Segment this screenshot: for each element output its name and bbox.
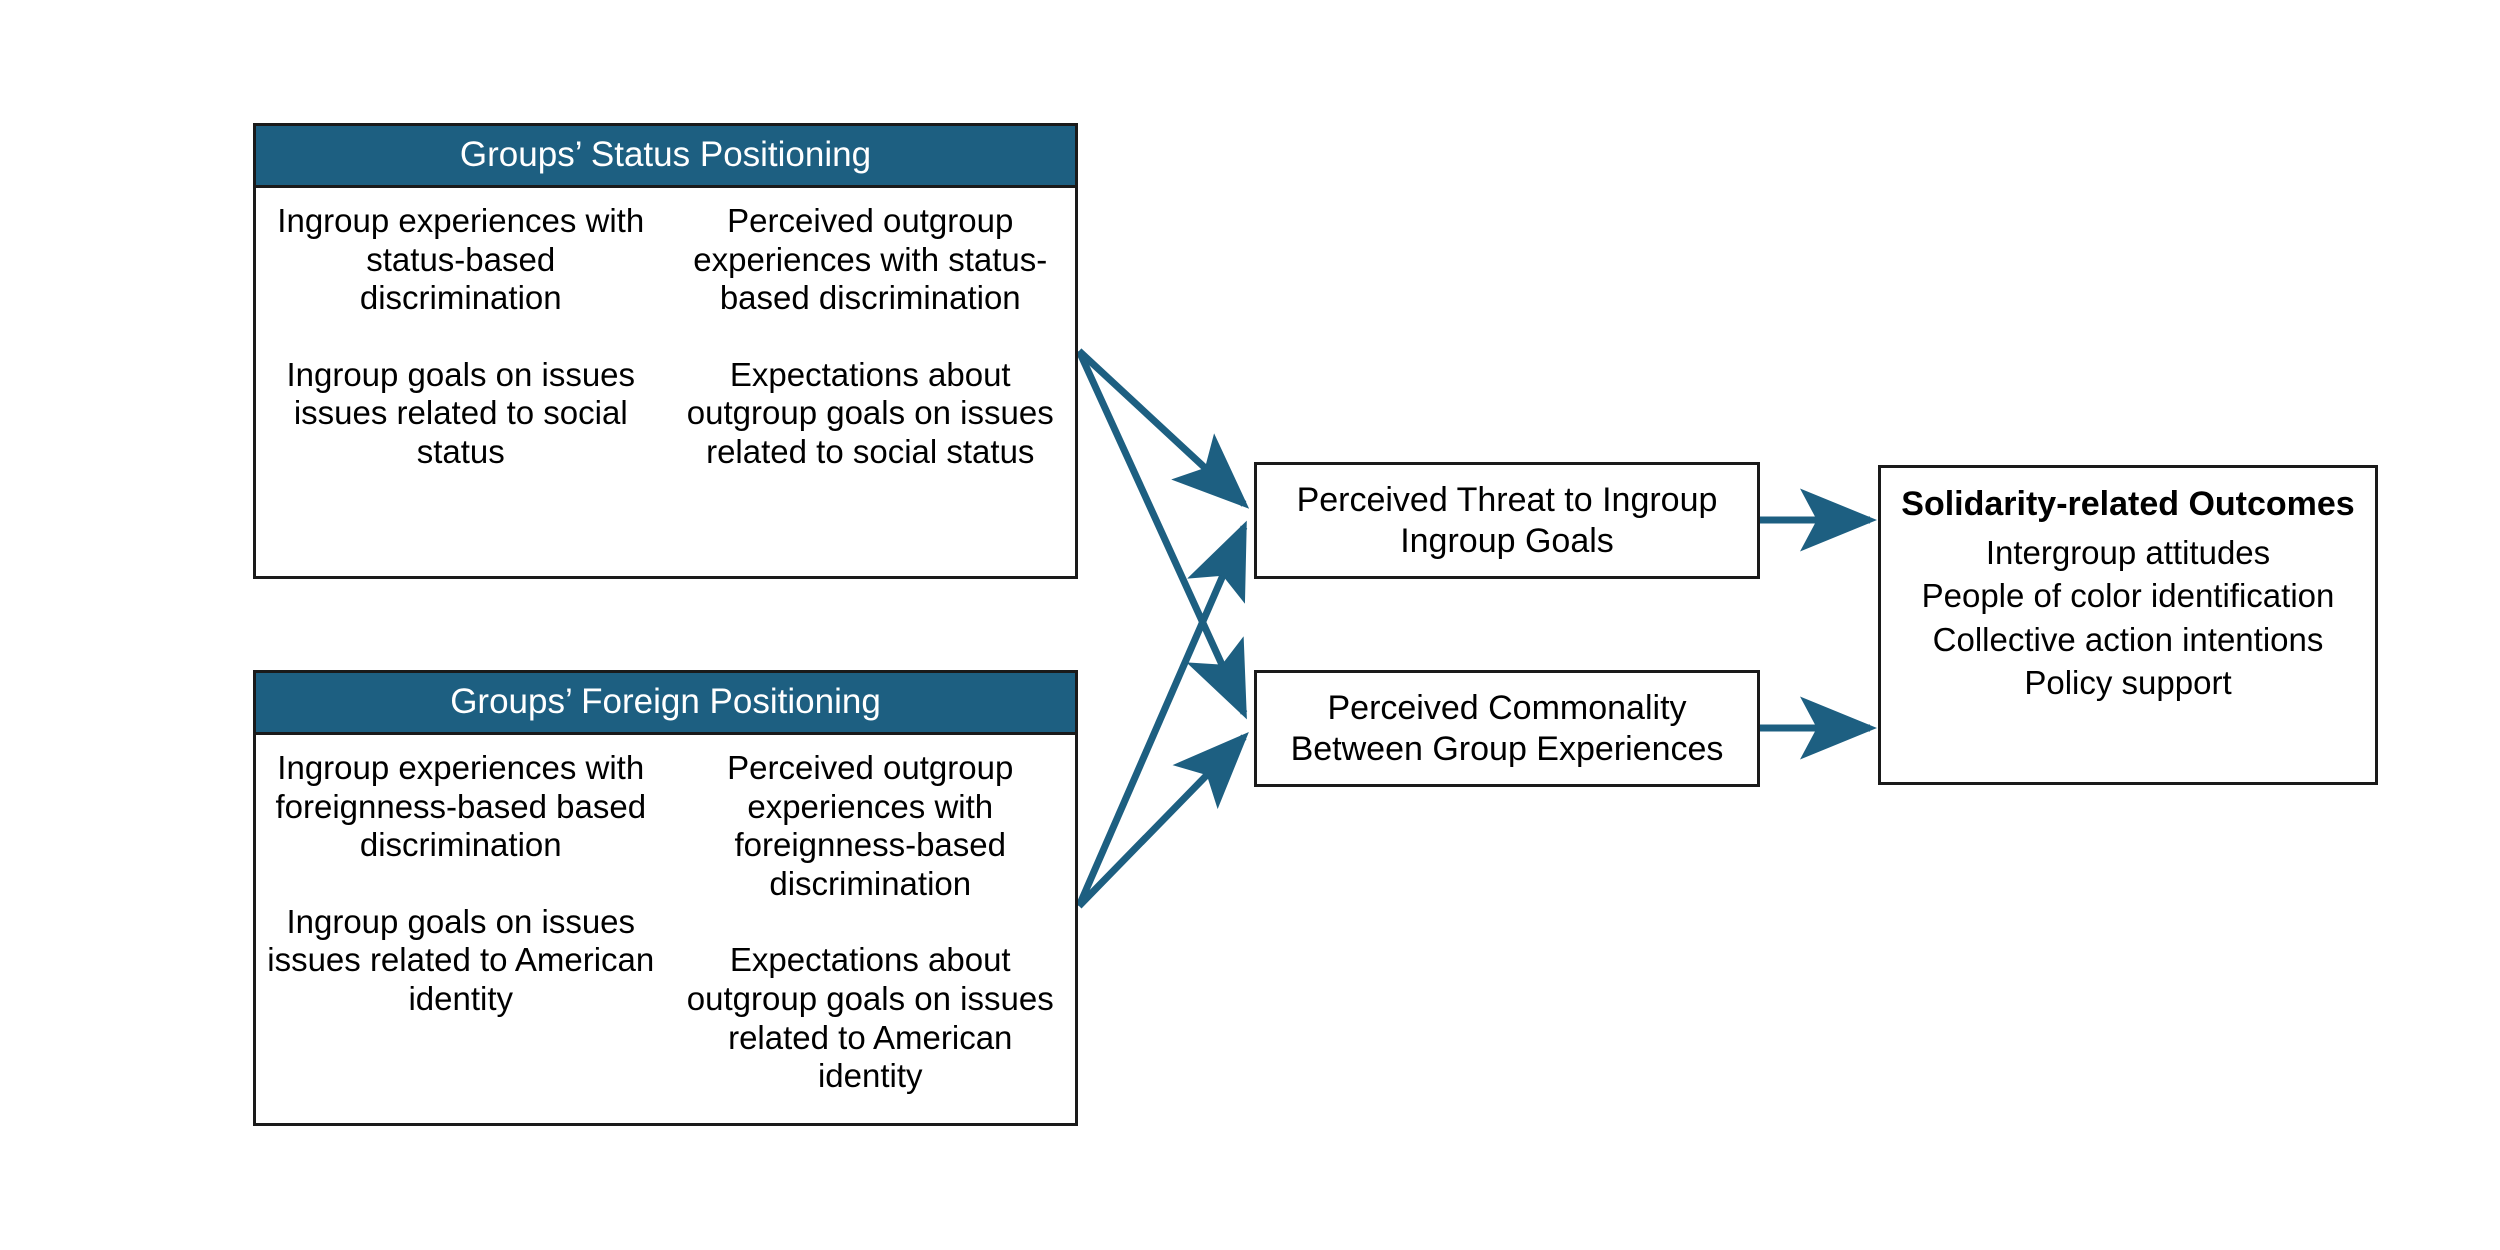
node-solidarity-outcomes: Solidarity-related Outcomes Intergroup a… [1878, 465, 2378, 785]
panel-status-right-column: Perceived outgroup experiences with stat… [666, 188, 1076, 576]
foreign-left-item-0: Ingroup experiences with foreignness-bas… [275, 749, 647, 864]
panel-status-title: Groups’ Status Positioning [256, 126, 1075, 188]
outcome-item-2: Collective action intentions [1932, 620, 2324, 658]
foreign-left-item-1: Ingroup goals on issues issues related t… [267, 902, 655, 1018]
outcome-item-0: Intergroup attitudes [1985, 533, 2271, 571]
outcome-item-1: People of color identification [1921, 577, 2335, 615]
panel-foreign-body: Ingroup experiences with foreignness-bas… [256, 735, 1075, 1123]
panel-foreign-right-column: Perceived outgroup experiences with fore… [666, 735, 1076, 1123]
node-perceived-threat: Perceived Threat to Ingroup Ingroup Goal… [1254, 462, 1760, 579]
panel-groups-status-positioning: Groups’ Status Positioning Ingroup exper… [253, 123, 1078, 579]
outcome-item-3: Policy support [2024, 664, 2232, 702]
status-left-item-1: Ingroup goals on issues issues related t… [286, 355, 636, 471]
arrow-status-to-commonality [1075, 349, 1248, 720]
panel-status-body: Ingroup experiences with status-based di… [256, 188, 1075, 576]
panel-foreign-left-column: Ingroup experiences with foreignness-bas… [256, 735, 666, 1123]
status-left-item-0: Ingroup experiences with status-based di… [277, 202, 645, 317]
panel-status-left-column: Ingroup experiences with status-based di… [256, 188, 666, 576]
status-right-item-1: Expectations about outgroup goals on iss… [686, 355, 1054, 471]
arrow-status-to-threat [1076, 348, 1250, 509]
arrow-foreign-to-threat [1075, 520, 1248, 908]
outcomes-title: Solidarity-related Outcomes [1901, 485, 2355, 523]
foreign-right-item-0: Perceived outgroup experiences with fore… [727, 749, 1014, 902]
status-right-item-0: Perceived outgroup experiences with stat… [693, 202, 1048, 317]
panel-foreign-title: Groups’ Foreign Positioning [256, 673, 1075, 735]
arrow-foreign-to-commonality [1076, 731, 1249, 909]
panel-groups-foreign-positioning: Groups’ Foreign Positioning Ingroup expe… [253, 670, 1078, 1126]
foreign-right-item-1: Expectations about outgroup goals on iss… [686, 941, 1054, 1095]
node-perceived-commonality: Perceived Commonality Between Group Expe… [1254, 670, 1760, 787]
